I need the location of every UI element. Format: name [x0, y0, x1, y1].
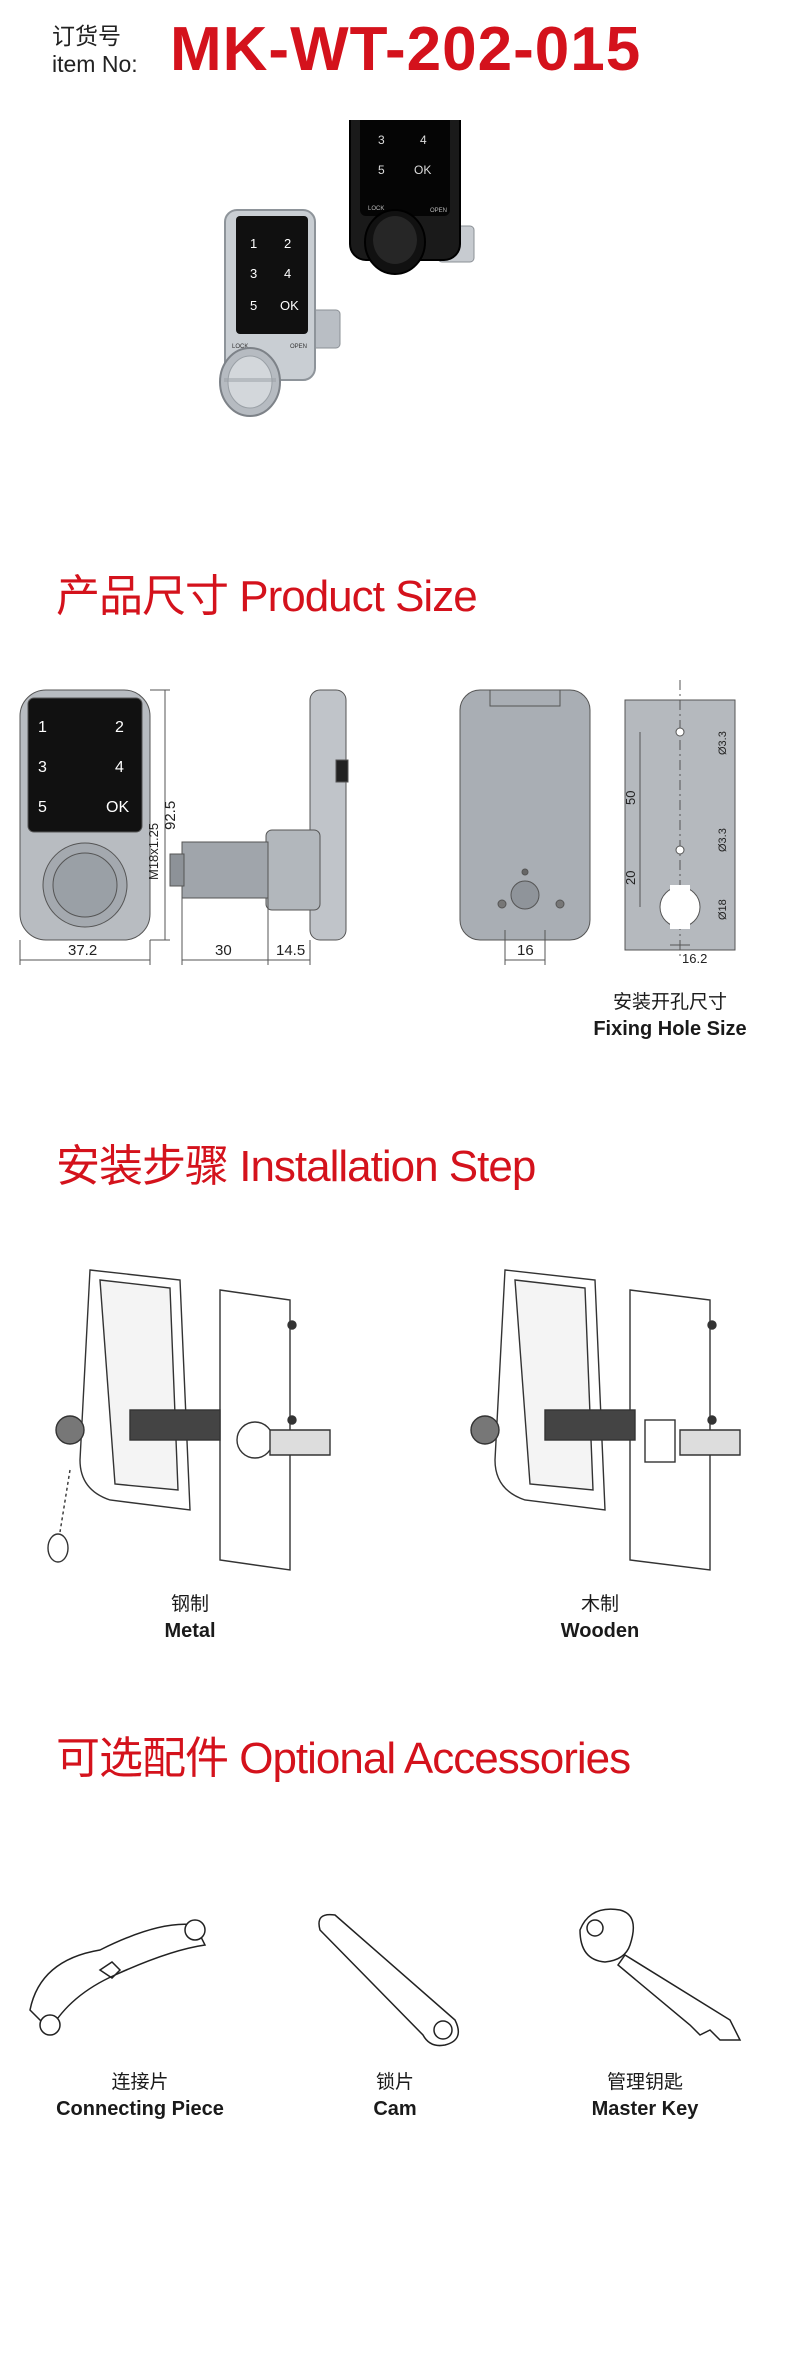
- fixing-hole-en: Fixing Hole Size: [593, 1018, 747, 1040]
- product-size-title: 产品尺寸 Product Size: [56, 572, 478, 621]
- item-labels: 订货号 item No:: [52, 22, 138, 78]
- item-label-cn: 订货号: [52, 23, 121, 49]
- dim-hole-d2: Ø3.3: [717, 828, 729, 852]
- silver-open-label: OPEN: [290, 344, 307, 350]
- master-key-caption: 管理钥匙 Master Key: [545, 2070, 745, 2122]
- silver-lock-label: LOCK: [232, 344, 248, 350]
- cam-caption: 锁片 Cam: [320, 2070, 470, 2122]
- master-key-cn: 管理钥匙: [606, 2072, 683, 2093]
- product-photo: 1 2 3 4 5 OK LOCK OPEN 1 2 3 4 5 OK LOCK…: [219, 120, 475, 417]
- black-key-5: 5: [378, 163, 385, 177]
- wooden-caption: 木制 Wooden: [500, 1592, 700, 1644]
- master-key-en: Master Key: [591, 2098, 699, 2120]
- front-key-1: 1: [38, 719, 47, 736]
- wooden-install-diagram: [470, 1269, 741, 1571]
- metal-cn: 钢制: [170, 1594, 209, 1615]
- accessories-title: 可选配件 Optional Accessories: [56, 1734, 631, 1783]
- header: 订货号 item No: MK-WT-202-015: [52, 14, 752, 94]
- connecting-piece-en: Connecting Piece: [56, 2098, 224, 2120]
- item-label-en: item No:: [52, 51, 138, 77]
- black-open-label: OPEN: [430, 208, 447, 214]
- metal-install-diagram: [47, 1269, 331, 1571]
- dim-body-depth: 14.5: [276, 942, 305, 959]
- black-key-ok: OK: [414, 163, 431, 177]
- metal-en: Metal: [164, 1620, 216, 1642]
- dim-hole-width: 16.2: [682, 951, 707, 966]
- front-key-ok: OK: [106, 799, 129, 816]
- dim-width: 37.2: [68, 942, 97, 959]
- wooden-en: Wooden: [560, 1620, 640, 1642]
- back-view: [459, 689, 591, 965]
- metal-caption: 钢制 Metal: [90, 1592, 290, 1644]
- black-key-4: 4: [420, 133, 427, 147]
- silver-key-4: 4: [284, 266, 291, 281]
- cam-cn: 锁片: [375, 2072, 414, 2093]
- dim-hole-spacing: 50: [623, 791, 638, 805]
- dim-hole-offset: 20: [623, 871, 638, 885]
- silver-key-2: 2: [284, 236, 291, 251]
- front-key-3: 3: [38, 759, 47, 776]
- cam-drawing: [318, 1913, 460, 2047]
- dim-hole-d1: Ø3.3: [717, 731, 729, 755]
- master-key-drawing: [579, 1908, 742, 2041]
- installation-diagrams: [47, 1269, 741, 1571]
- connecting-piece-drawing: [29, 1919, 207, 2036]
- connecting-piece-cn: 连接片: [111, 2072, 169, 2093]
- wooden-cn: 木制: [580, 1594, 619, 1615]
- dim-shaft-length: 30: [215, 942, 232, 959]
- silver-key-5: 5: [250, 298, 257, 313]
- fixing-hole-cn: 安装开孔尺寸: [612, 992, 727, 1013]
- black-lock: 1 2 3 4 5 OK LOCK OPEN: [349, 120, 475, 275]
- dim-hole-d3: Ø18: [717, 899, 729, 920]
- fixing-hole-view: [624, 680, 736, 960]
- silver-key-1: 1: [250, 236, 257, 251]
- front-key-5: 5: [38, 799, 47, 816]
- dim-height: 92.5: [162, 801, 179, 830]
- item-number: MK-WT-202-015: [170, 15, 642, 84]
- cam-en: Cam: [373, 2098, 417, 2120]
- dim-thread: M18x1.25: [146, 823, 161, 880]
- fixing-hole-caption: 安装开孔尺寸 Fixing Hole Size: [560, 990, 780, 1042]
- silver-key-3: 3: [250, 266, 257, 281]
- front-key-4: 4: [115, 759, 124, 776]
- silver-lock: 1 2 3 4 5 OK LOCK OPEN: [219, 209, 341, 417]
- black-key-3: 3: [378, 133, 385, 147]
- front-view: 1 2 3 4 5 OK: [19, 689, 170, 965]
- dim-back-width: 16: [517, 942, 534, 959]
- dimension-drawings: 1 2 3 4 5 OK 92.5 37.2 M18x1.25 30 14.5: [19, 680, 736, 966]
- side-view: [164, 689, 349, 965]
- front-key-2: 2: [115, 719, 124, 736]
- installation-title: 安装步骤 Installation Step: [56, 1142, 536, 1191]
- black-lock-label: LOCK: [368, 206, 384, 212]
- silver-key-ok: OK: [280, 298, 299, 313]
- connecting-piece-caption: 连接片 Connecting Piece: [20, 2070, 260, 2122]
